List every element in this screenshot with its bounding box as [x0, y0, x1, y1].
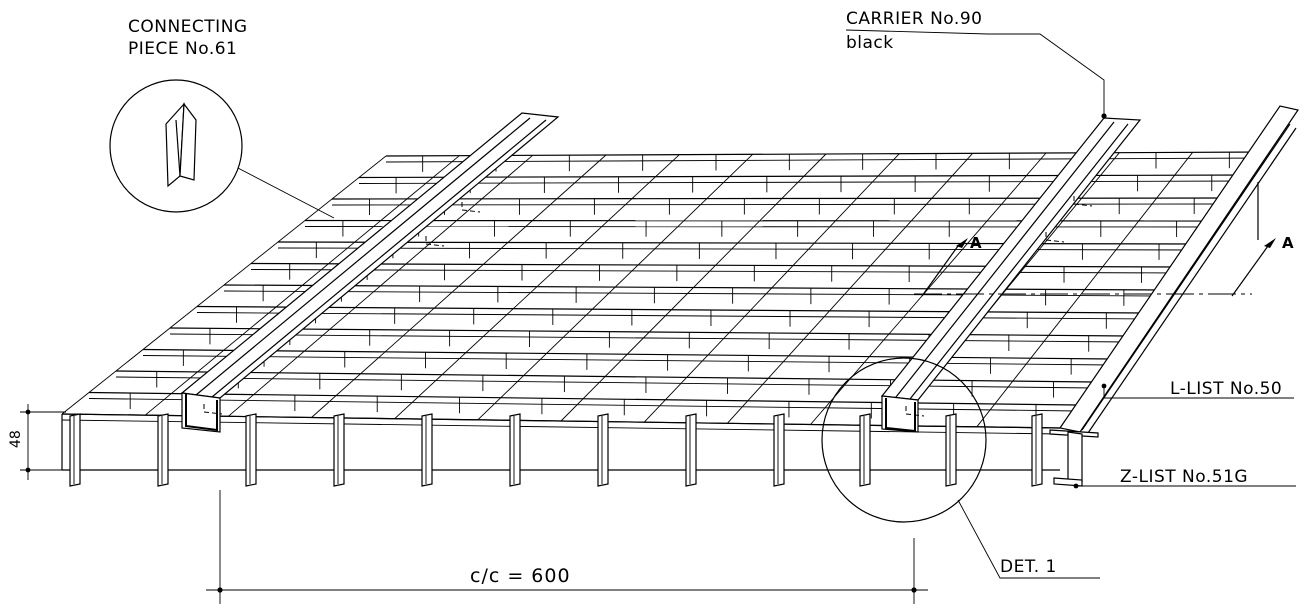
- z-list-label: Z-LIST No.51G: [1120, 467, 1248, 487]
- section-line-a-a: A A: [914, 234, 1294, 297]
- grid-rail-lower: [250, 269, 1181, 274]
- front-plate: [157, 413, 169, 487]
- connecting-piece-icon: [165, 102, 197, 188]
- front-plate: [1031, 413, 1043, 487]
- connecting-piece-detail: [109, 79, 335, 219]
- leader-lines: [988, 33, 1296, 489]
- grid-bar: [61, 155, 387, 415]
- height-dimension-value: 48: [8, 430, 24, 448]
- grid-rail-lower: [196, 312, 1146, 320]
- front-plate: [859, 413, 871, 487]
- l-list-edge-profile: [1049, 105, 1299, 487]
- section-arrow-icon: [1264, 238, 1276, 248]
- front-plates: [61, 413, 1061, 487]
- grid-rail-lower: [385, 157, 1267, 163]
- grid-rail-lower: [277, 247, 1198, 251]
- grid-bar: [144, 155, 460, 416]
- grid-bar: [394, 154, 680, 419]
- grid-bar: [560, 153, 827, 422]
- front-plate: [69, 413, 81, 487]
- grid-rail-lower: [169, 333, 1129, 343]
- grid-rail-lower: [358, 180, 1249, 184]
- front-plate: [685, 413, 697, 487]
- grid-bar: [976, 152, 1194, 428]
- grid-bar: [311, 154, 607, 418]
- cc-dimension-value: c/c = 600: [470, 565, 571, 587]
- connecting-piece-label-line2: PIECE No.61: [128, 39, 237, 59]
- front-plate: [245, 413, 257, 487]
- height-dimension: 48: [8, 404, 66, 480]
- det1-detail-circle: [821, 357, 1100, 579]
- right-carrier-beam: [880, 117, 1142, 433]
- cc-dimension: c/c = 600: [206, 490, 928, 604]
- det1-label: DET. 1: [1000, 557, 1057, 577]
- l-list-label: L-LIST No.50: [1170, 379, 1282, 399]
- section-label-a1: A: [970, 234, 982, 252]
- grid-bar: [477, 154, 753, 421]
- carrier-label-line2: black: [846, 33, 894, 53]
- front-plate: [421, 413, 433, 487]
- front-plate: [945, 413, 957, 487]
- front-plate: [333, 413, 345, 487]
- grid-bar: [643, 153, 900, 423]
- connecting-piece-label-line1: CONNECTING: [128, 17, 248, 37]
- grid-rail-lower: [115, 376, 1095, 389]
- grid-rail-lower: [142, 355, 1112, 366]
- grid-rail-lower: [61, 419, 1061, 435]
- grid-bar: [228, 154, 533, 417]
- grid-rail-lower: [223, 290, 1164, 297]
- left-carrier-beam: [180, 112, 560, 433]
- carrier-label-line1: CARRIER No.90: [846, 9, 982, 29]
- front-plate: [773, 413, 785, 487]
- grid-rail-lower: [331, 203, 1232, 206]
- front-plate: [597, 413, 609, 487]
- section-label-a2: A: [1282, 234, 1294, 252]
- section-arrow-icon: [956, 238, 968, 248]
- grid-bar: [727, 153, 973, 424]
- grid-rail-lower: [304, 226, 1215, 228]
- front-plate: [509, 413, 521, 487]
